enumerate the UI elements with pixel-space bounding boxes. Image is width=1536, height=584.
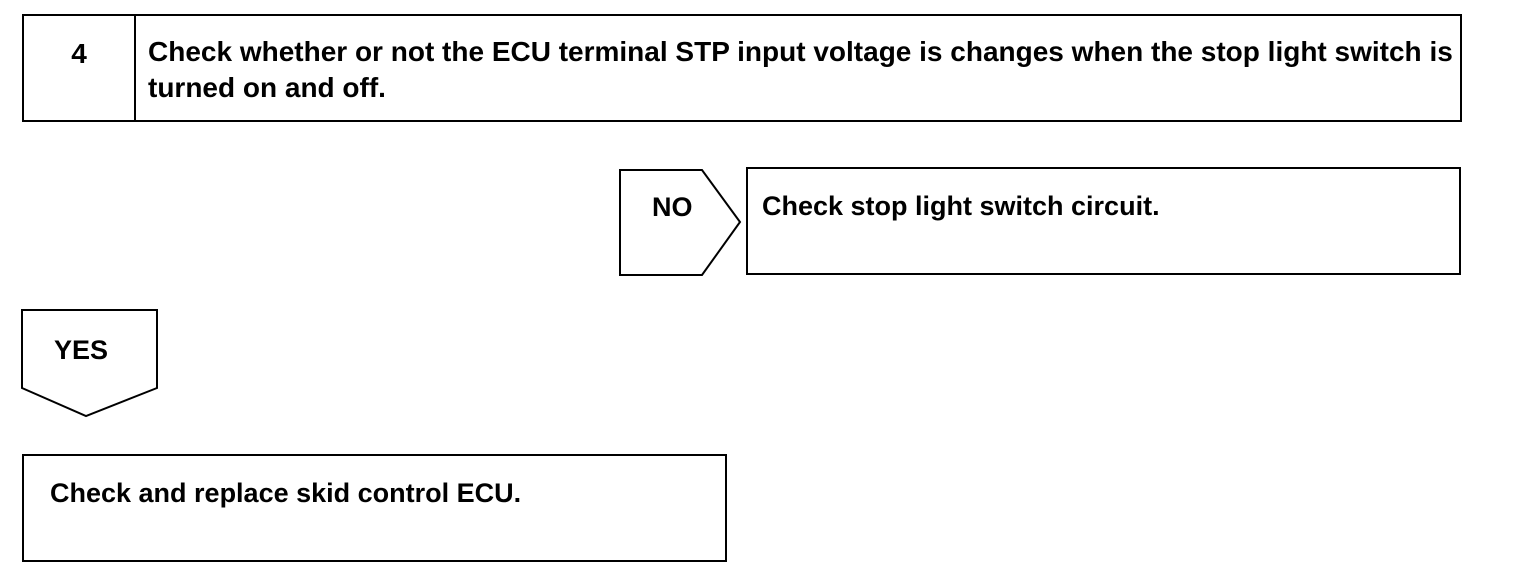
no-result-box: Check stop light switch circuit. [746, 167, 1461, 275]
no-branch-label: NO [652, 192, 693, 222]
no-arrow-shape [619, 169, 742, 276]
step-number: 4 [24, 16, 136, 120]
yes-branch-label: YES [54, 335, 109, 365]
yes-result-box: Check and replace skid control ECU. [22, 454, 727, 562]
step-question: Check whether or not the ECU terminal ST… [148, 36, 1453, 103]
yes-arrow-shape [21, 309, 158, 418]
step-box: 4 Check whether or not the ECU terminal … [22, 14, 1462, 122]
